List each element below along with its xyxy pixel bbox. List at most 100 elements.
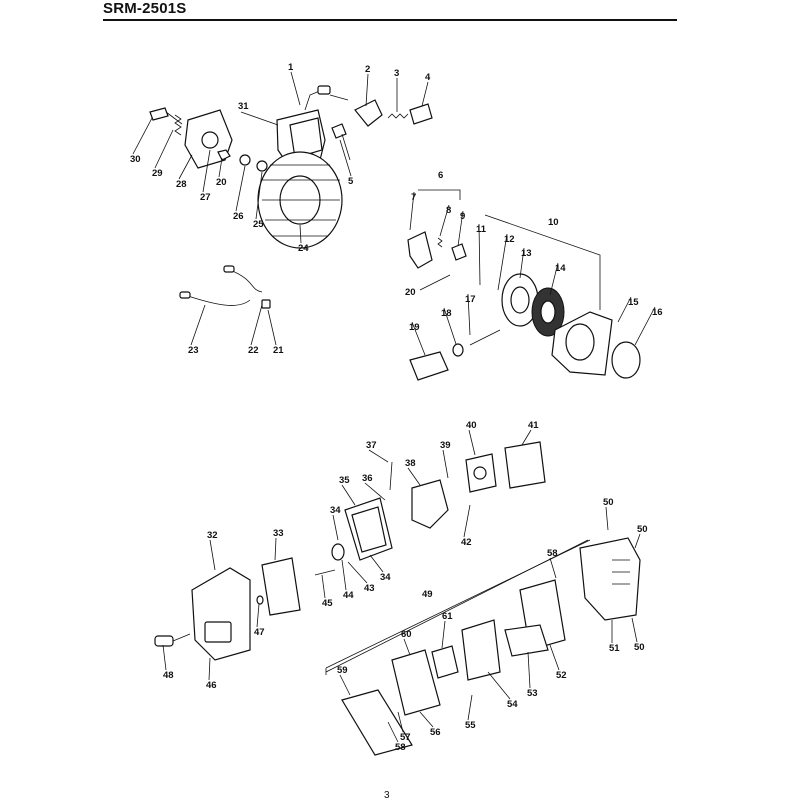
air-filter-33 — [261, 557, 301, 616]
muffler-guard-59 — [341, 689, 413, 756]
callout-39: 39 — [440, 440, 451, 451]
spark-plug-boot — [329, 94, 383, 127]
callout-14: 14 — [555, 263, 566, 274]
pawl-9 — [451, 243, 467, 261]
recoil-spring-14 — [531, 287, 565, 337]
callout-46: 46 — [206, 680, 217, 691]
header-rule — [103, 19, 677, 21]
callout-45: 45 — [322, 598, 333, 609]
washer-18 — [452, 343, 464, 357]
ignition-wire-23 — [179, 265, 271, 309]
flywheel — [257, 151, 343, 249]
callout-5: 5 — [348, 176, 354, 187]
callout-50-right: 50 — [637, 524, 648, 535]
callout-10: 10 — [548, 217, 559, 228]
gasket-41 — [504, 441, 546, 489]
insulator-40 — [465, 453, 497, 493]
bolt-45 — [314, 569, 336, 576]
callout-42: 42 — [461, 537, 472, 548]
starter-case-10 — [551, 311, 613, 376]
callout-17: 17 — [465, 294, 476, 305]
callout-37: 37 — [366, 440, 377, 451]
callout-49: 49 — [422, 589, 433, 600]
callout-56: 56 — [430, 727, 441, 738]
clutch-spring-29 — [174, 114, 182, 136]
callout-20-upper-right: 20 — [405, 287, 416, 298]
throttle-wire-37 — [389, 461, 393, 491]
callout-8: 8 — [446, 205, 451, 216]
muffler-60 — [391, 649, 441, 716]
callout-40: 40 — [466, 420, 477, 431]
callout-36: 36 — [362, 473, 373, 484]
callout-28: 28 — [176, 179, 187, 190]
callout-16: 16 — [652, 307, 663, 318]
pawl-spring-8 — [437, 237, 443, 248]
callout-61: 61 — [442, 611, 453, 622]
callout-21: 21 — [273, 345, 284, 356]
callout-22: 22 — [248, 345, 259, 356]
callout-23: 23 — [188, 345, 199, 356]
page-number: 3 — [384, 790, 390, 801]
engine-cover-51 — [579, 537, 641, 621]
callout-32: 32 — [207, 530, 218, 541]
callout-54: 54 — [507, 699, 518, 710]
callout-34-lower: 34 — [380, 572, 391, 583]
carburetor-38 — [411, 479, 449, 529]
screw-5 — [331, 123, 351, 161]
callout-25: 25 — [253, 219, 264, 230]
spring-3 — [387, 113, 409, 119]
bolt-30 — [149, 107, 183, 125]
element-47 — [256, 595, 264, 605]
gasket-16 — [611, 341, 641, 379]
callout-59: 59 — [337, 665, 348, 676]
callout-52: 52 — [556, 670, 567, 681]
callout-51: 51 — [609, 643, 620, 654]
gasket-61 — [431, 645, 459, 679]
callout-34-upper: 34 — [330, 505, 341, 516]
callout-50-bottom: 50 — [634, 642, 645, 653]
callout-53: 53 — [527, 688, 538, 699]
page-title: SRM-2501S — [103, 0, 187, 17]
gasket-54 — [461, 619, 501, 681]
callout-9: 9 — [460, 211, 465, 222]
callout-50-top: 50 — [603, 497, 614, 508]
callout-58-upper: 58 — [547, 548, 558, 559]
starter-pawl-6 — [407, 231, 433, 269]
callout-35: 35 — [339, 475, 350, 486]
base-35 — [344, 497, 393, 561]
callout-4: 4 — [425, 72, 431, 83]
callout-41: 41 — [528, 420, 539, 431]
callout-3: 3 — [394, 68, 399, 79]
callout-57: 57 — [400, 732, 411, 743]
starter-handle-19 — [409, 351, 449, 381]
callout-11: 11 — [476, 224, 487, 235]
starter-rope-17 — [469, 329, 501, 346]
callout-2: 2 — [365, 64, 370, 75]
callout-18: 18 — [441, 308, 452, 319]
callout-48: 48 — [163, 670, 174, 681]
callout-38: 38 — [405, 458, 416, 469]
callout-27: 27 — [200, 192, 211, 203]
air-cleaner-cover-46 — [191, 567, 251, 661]
gasket-44 — [331, 543, 345, 561]
callout-47: 47 — [254, 627, 265, 638]
callout-6: 6 — [438, 170, 443, 181]
callout-12: 12 — [504, 234, 515, 245]
washers-20-27 — [217, 149, 268, 172]
callout-58-lower: 58 — [395, 742, 406, 753]
callout-26: 26 — [233, 211, 244, 222]
callout-29: 29 — [152, 168, 163, 179]
callout-33: 33 — [273, 528, 284, 539]
callout-30: 30 — [130, 154, 141, 165]
pulley-13 — [501, 273, 539, 327]
callout-20-upper-left: 20 — [216, 177, 227, 188]
callout-15: 15 — [628, 297, 639, 308]
callout-31: 31 — [238, 101, 249, 112]
knob-48 — [154, 633, 191, 647]
callout-1: 1 — [288, 62, 294, 73]
callout-60: 60 — [401, 629, 412, 640]
callout-43: 43 — [364, 583, 375, 594]
callout-55: 55 — [465, 720, 476, 731]
